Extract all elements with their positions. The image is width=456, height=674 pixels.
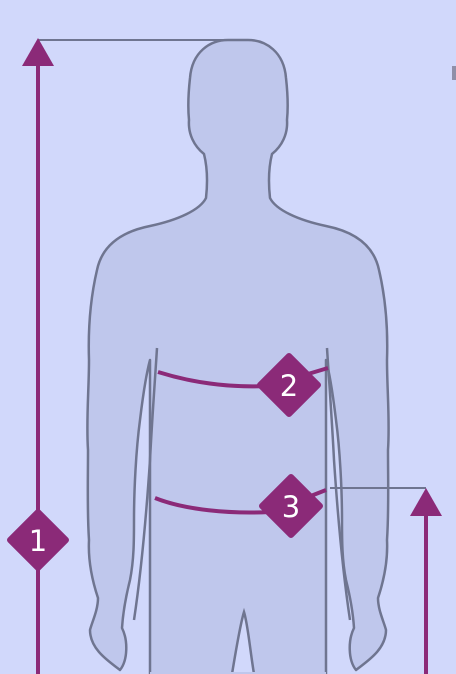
hip-arrow-icon xyxy=(410,488,442,674)
right-arm-inner-line xyxy=(325,347,352,621)
left-arm-inner-line xyxy=(132,347,159,621)
human-silhouette-icon xyxy=(86,38,390,674)
marker-chest-label: 2 xyxy=(280,369,298,403)
marker-waist: 3 xyxy=(259,474,323,538)
legs-gap xyxy=(230,607,256,674)
marker-waist-badge xyxy=(259,474,323,538)
marker-chest: 2 xyxy=(257,353,321,417)
marker-height-badge xyxy=(7,509,69,571)
marker-height-label: 1 xyxy=(29,524,47,558)
marker-chest-badge xyxy=(257,353,321,417)
bottom-mask xyxy=(150,672,326,674)
marker-waist-label: 3 xyxy=(282,490,300,524)
right-edge-fragment xyxy=(452,66,456,80)
height-arrow-icon xyxy=(22,38,54,674)
marker-height: 1 xyxy=(7,509,69,571)
